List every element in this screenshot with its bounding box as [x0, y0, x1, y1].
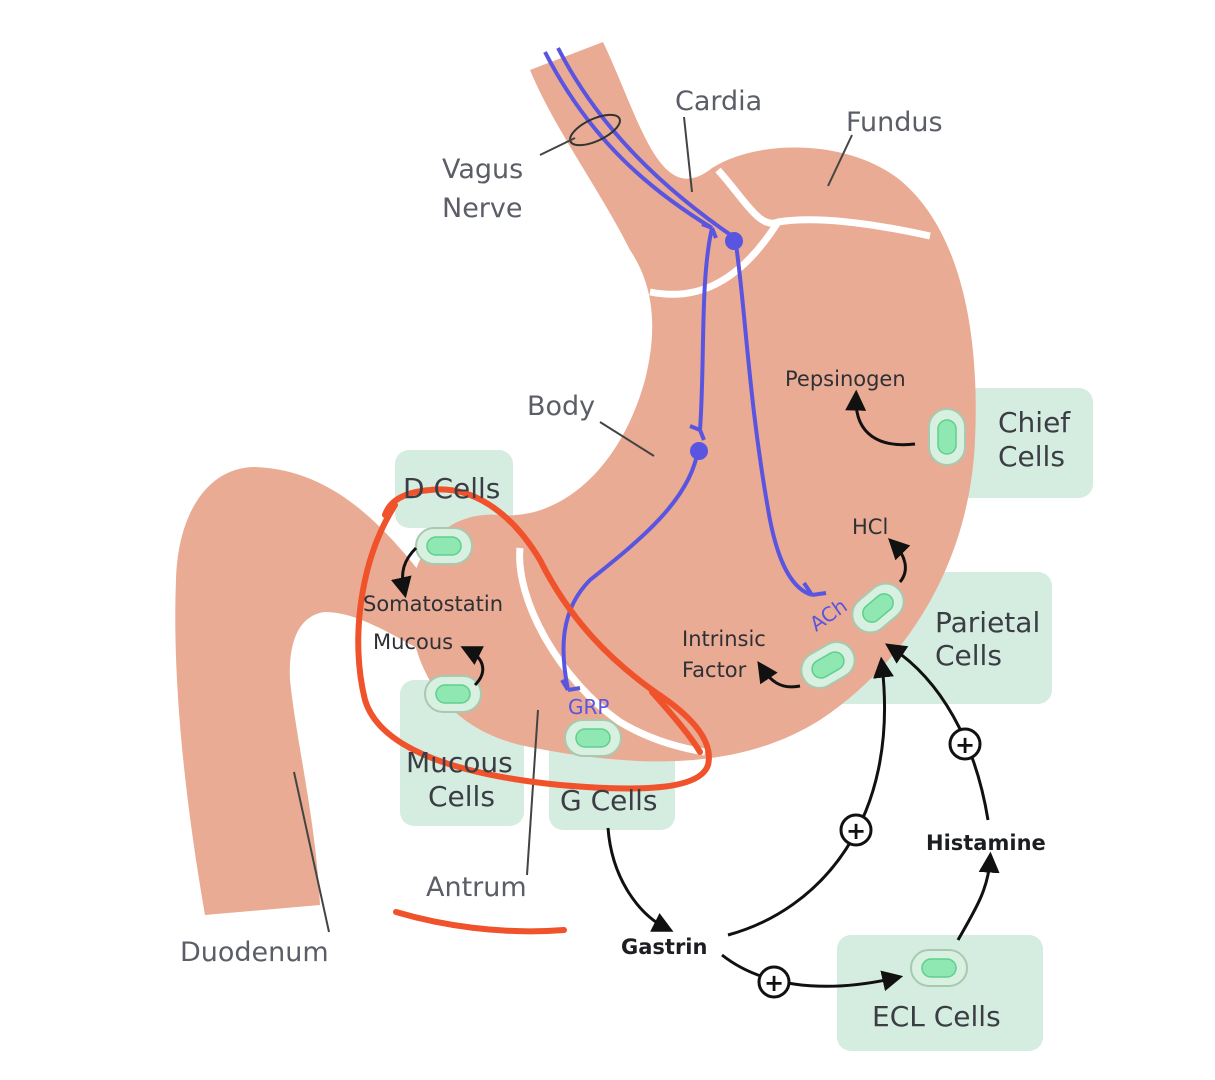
g-cell — [564, 719, 622, 757]
d-cell — [415, 527, 473, 565]
g-cells-label: G Cells — [560, 784, 658, 817]
plus-markers — [757, 727, 982, 999]
antrum-label: Antrum — [426, 872, 527, 903]
hcl-label: HCl — [852, 515, 888, 539]
duodenum-shape — [175, 467, 430, 915]
vagus-label-line1: Vagus — [442, 154, 523, 185]
chief-label-line2: Cells — [998, 440, 1065, 473]
parietal-label-line2: Cells — [935, 639, 1002, 672]
nerve-synapses — [560, 222, 827, 692]
fundus-label: Fundus — [846, 107, 943, 138]
antrum-underline — [393, 909, 567, 935]
ecl-cell — [910, 949, 968, 987]
antrum-divider — [516, 547, 706, 756]
plus-sign-b: + — [955, 731, 975, 759]
chief-label-line1: Chief — [998, 406, 1071, 439]
body-divider — [649, 220, 781, 298]
parietal-label-line1: Parietal — [935, 606, 1040, 639]
mucous-cells-label-line2: Cells — [428, 780, 495, 813]
duodenum-label: Duodenum — [180, 937, 329, 968]
pathway-arrows — [606, 643, 1000, 992]
secretion-arrows — [391, 389, 916, 689]
plus-sign-c: + — [764, 969, 784, 997]
histamine-label: Histamine — [926, 831, 1046, 855]
leader-lines — [293, 116, 853, 933]
ecl-cells-box — [837, 935, 1043, 1051]
cardia-label: Cardia — [675, 86, 762, 117]
body-label: Body — [527, 391, 595, 422]
intrinsic-factor-label-line1: Intrinsic — [682, 627, 766, 651]
plus-sign-a: + — [846, 817, 866, 845]
ecl-cells-label: ECL Cells — [872, 1000, 1001, 1033]
intrinsic-factor-label-line2: Factor — [682, 658, 747, 682]
mucous-cells-label-line1: Mucous — [406, 746, 513, 779]
vagus-label-line2: Nerve — [442, 193, 523, 224]
vagus-ring — [569, 113, 621, 147]
cardia-divider — [715, 167, 931, 240]
antrum-annotation-loop — [355, 486, 712, 792]
mucous-secretion-label: Mucous — [373, 630, 453, 654]
somatostatin-label: Somatostatin — [363, 592, 503, 616]
pepsinogen-label: Pepsinogen — [785, 367, 906, 391]
mucous-cell — [424, 675, 482, 713]
d-cells-label: D Cells — [403, 472, 500, 505]
chief-cell — [928, 408, 966, 466]
antrum-annotation-stroke — [649, 689, 703, 755]
grp-label: GRP — [568, 695, 609, 719]
vagus-nerve — [543, 47, 813, 691]
gastrin-label: Gastrin — [621, 935, 707, 959]
stomach-shape — [409, 42, 976, 762]
